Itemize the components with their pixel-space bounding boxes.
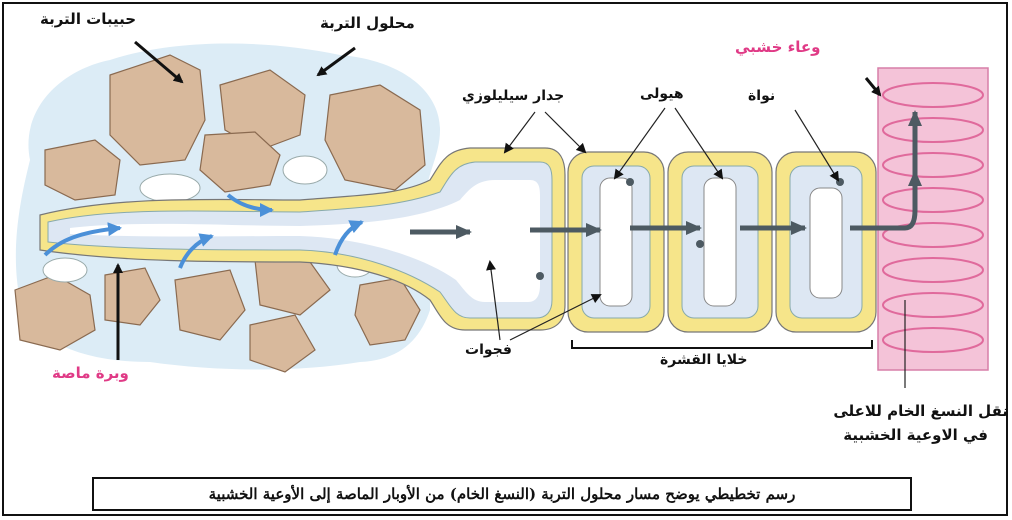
soil-particle [324,84,426,191]
nucleus [536,272,544,280]
label-vacuoles: فجوات [465,342,512,358]
cortex-bracket [571,340,873,349]
soil-particle [44,139,121,201]
label-soil-particles: حبيبات التربة [40,10,137,28]
nucleus [696,240,704,248]
blue-arrow [43,222,122,257]
cortex-cells [567,151,877,333]
label-sap-transport-line2: في الاوعية الخشبية [843,426,988,444]
label-cellulose-wall: جدار سيليلوزي [462,88,565,104]
label-cytoplasm: هيولى [640,86,684,102]
soil-particle [174,269,246,341]
label-pointers [113,40,882,360]
xylem-vessel [877,67,989,371]
figure-caption: رسم تخطيطي يوضح مسار محلول التربة (النسغ… [92,477,912,511]
label-nucleus: نواة [748,88,776,104]
uptake-arrows [43,193,364,269]
flow-arrow [850,110,922,231]
flow-arrows [410,110,922,239]
soil-particle [109,54,206,166]
blue-arrow [178,233,214,269]
label-root-hair: وبرة ماصة [52,364,129,382]
blue-arrow [333,220,364,256]
cortex-cell-vacuole [809,187,843,299]
label-xylem-vessel: وعاء خشبي [735,38,821,56]
soil-pores [42,155,374,283]
soil-particle [199,131,281,193]
label-soil-solution: محلول التربة [320,14,415,32]
soil-particle [219,69,306,151]
label-sap-transport-line1: نقل النسغ الخام للاعلى [833,402,1008,420]
nucleus [626,178,634,186]
soil-particle [249,314,316,373]
soil-particles [14,54,426,373]
blue-arrow [226,193,274,217]
cortex-cell-vacuole [599,177,633,307]
cortex-cell-vacuole [703,177,737,307]
label-cortex-cells: خلايا القشرة [660,352,748,368]
root-hair-cytoplasm [47,161,553,319]
thin-pointers [486,107,906,388]
